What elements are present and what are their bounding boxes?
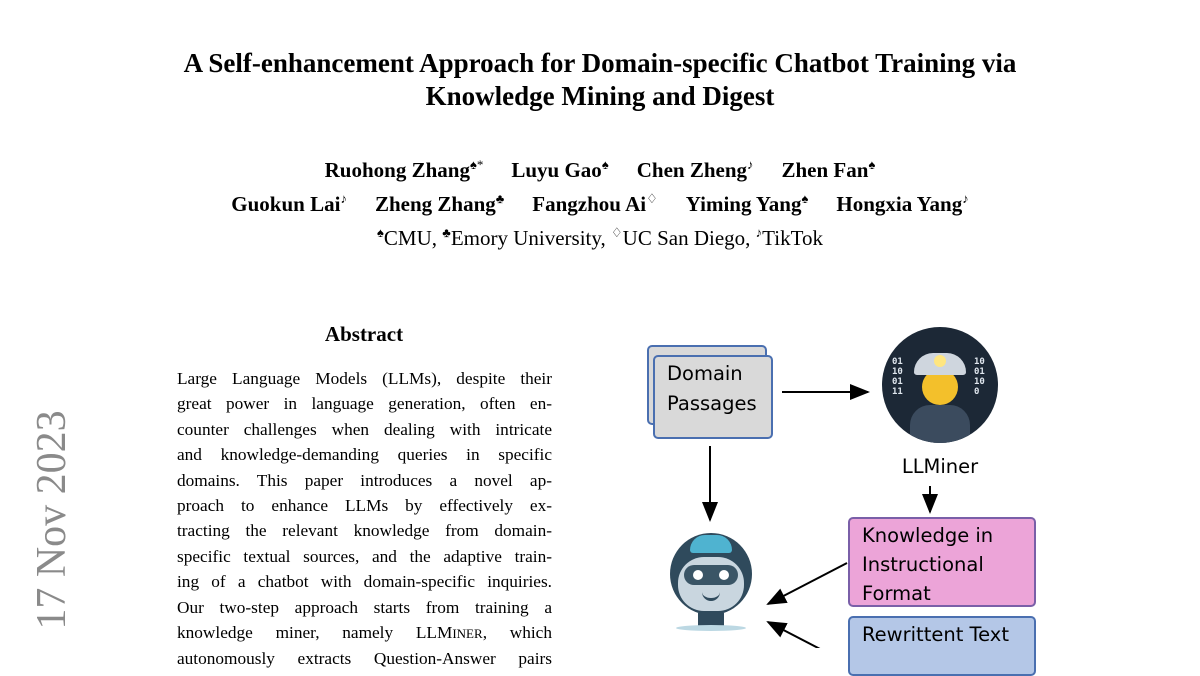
abstract-line: tracting the relevant knowledge from dom…	[177, 521, 552, 541]
authors-row-1: Ruohong Zhang♠*Luyu Gao♠Chen Zheng♪Zhen …	[0, 157, 1200, 183]
author: Luyu Gao♠	[511, 157, 609, 182]
abstract-line: Our two-step approach starts from traini…	[177, 597, 552, 617]
affiliation-name: CMU,	[383, 226, 443, 250]
llminer-label: LLMiner	[901, 455, 979, 478]
rewritten-text-label: Rewrittent Text	[862, 623, 1009, 646]
abstract-line: proach to enhance LLMs by effectively ex…	[177, 496, 552, 516]
affiliation-name: UC San Diego,	[622, 226, 756, 250]
author: Zhen Fan♠	[781, 157, 876, 182]
author: Fangzhou Ai♢	[532, 191, 658, 216]
affiliation-mark: ♠*	[469, 157, 484, 172]
affiliation-mark: ♪	[747, 157, 754, 172]
domain-passages-box: Domain Passages	[653, 355, 773, 439]
affiliation-mark: ♪	[340, 191, 347, 206]
abstract-line: great power in language generation, ofte…	[177, 394, 552, 414]
author-name: Luyu Gao	[511, 158, 602, 182]
author-name: Fangzhou Ai	[532, 192, 647, 216]
arrow-rewritten-to-chatbot	[766, 621, 821, 648]
author: Guokun Lai♪	[231, 191, 347, 216]
domain-passages-label: Domain Passages	[667, 362, 757, 415]
affiliation-mark: ♣	[495, 191, 505, 206]
author-name: Yiming Yang	[685, 192, 802, 216]
arrow-knowledge-to-chatbot	[766, 562, 848, 605]
paper-title-line-2: Knowledge Mining and Digest	[425, 81, 775, 111]
abstract-line: domains. This paper introduces a novel a…	[177, 470, 552, 490]
abstract-line: counter challenges when dealing with int…	[177, 419, 552, 439]
knowledge-instructional-label: Knowledge in Instructional Format	[862, 524, 994, 605]
affiliation-name: TikTok	[762, 226, 823, 250]
author-name: Chen Zheng	[636, 158, 747, 182]
affiliations: ♠CMU, ♣Emory University, ♢UC San Diego, …	[0, 225, 1200, 251]
affiliation-name: Emory University,	[450, 226, 612, 250]
author-name: Zheng Zhang	[374, 192, 496, 216]
affiliation-mark: ♢	[646, 191, 658, 206]
affiliation-mark: ♣	[442, 225, 451, 240]
authors-row-2: Guokun Lai♪Zheng Zhang♣Fangzhou Ai♢Yimin…	[0, 191, 1200, 217]
abstract-line: ing of a chatbot with domain-specific in…	[177, 572, 552, 592]
author-name: Hongxia Yang	[836, 192, 963, 216]
paper-title-line-1: A Self-enhancement Approach for Domain-s…	[183, 48, 1017, 78]
abstract-line: autonomously extracts Question-Answer pa…	[177, 649, 552, 669]
affiliation-mark: ♠	[868, 157, 876, 172]
affiliation-mark: ♪	[962, 191, 969, 206]
affiliation-mark: ♠	[601, 157, 609, 172]
abstract-line: and knowledge-demanding queries in speci…	[177, 445, 552, 465]
author-name: Guokun Lai	[231, 192, 341, 216]
affiliation-mark: ♪	[755, 225, 763, 240]
abstract-line: specific textual sources, and the adapti…	[177, 546, 552, 566]
author-name: Zhen Fan	[781, 158, 869, 182]
abstract-line: knowledge miner, namely LLMINER, which	[177, 623, 552, 643]
figure-arrows	[702, 384, 938, 648]
author: Ruohong Zhang♠*	[324, 157, 484, 182]
affiliation-mark: ♠	[377, 225, 384, 240]
knowledge-instructional-box: Knowledge in Instructional Format	[848, 517, 1036, 607]
abstract-heading: Abstract	[324, 322, 404, 346]
author-name: Ruohong Zhang	[324, 158, 470, 182]
author: Zheng Zhang♣	[374, 191, 505, 216]
author: Hongxia Yang♪	[836, 191, 969, 216]
affiliation-mark: ♢	[611, 225, 623, 240]
author: Yiming Yang♠	[685, 191, 809, 216]
chatbot-robot-icon	[666, 533, 756, 633]
abstract-line: Large Language Models (LLMs), despite th…	[177, 369, 552, 388]
affiliation-mark: ♠	[801, 191, 809, 206]
author: Chen Zheng♪	[636, 157, 754, 182]
